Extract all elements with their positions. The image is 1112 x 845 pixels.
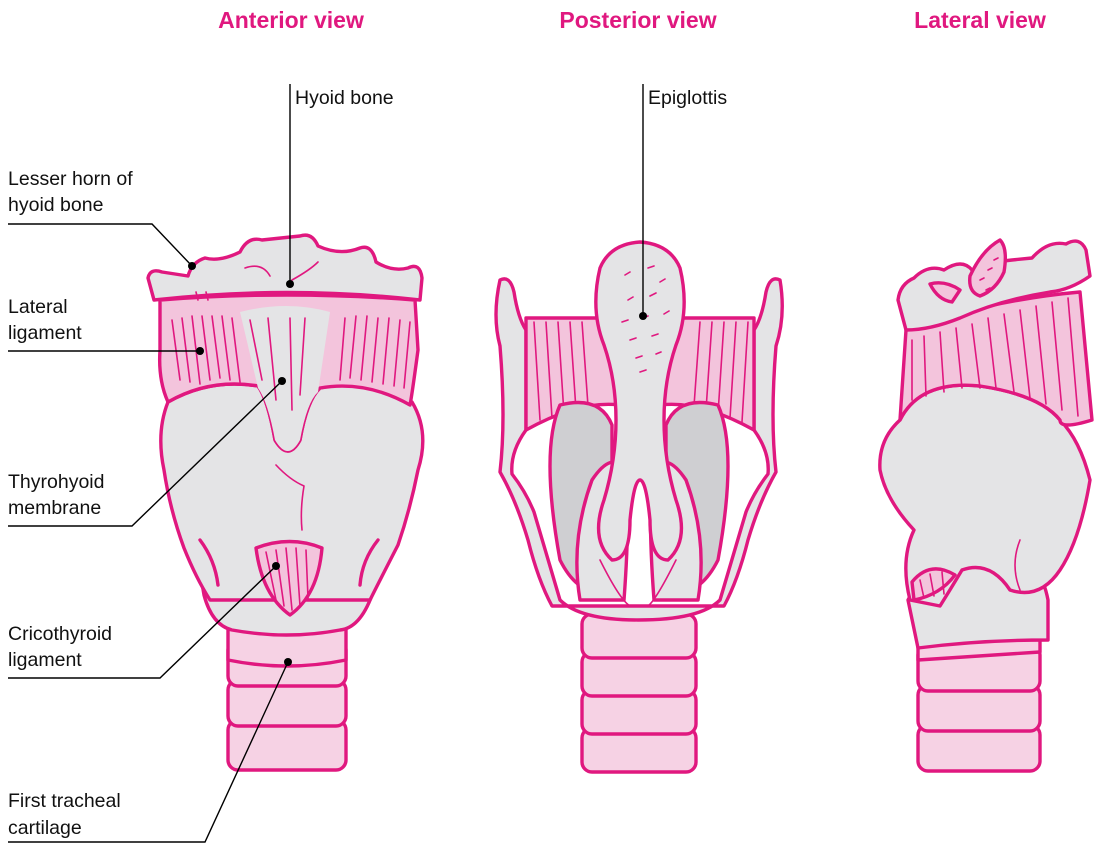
lateral-ligament-text-line1: Lateral xyxy=(8,296,68,318)
lesser-horn-text-line1: Lesser horn of xyxy=(8,168,133,190)
posterior-view-title: Posterior view xyxy=(559,7,716,33)
thyrohyoid-text-line2: membrane xyxy=(8,497,101,519)
posterior-trachea xyxy=(582,614,696,772)
anterior-view-title: Anterior view xyxy=(218,7,364,33)
anterior-larynx xyxy=(148,235,423,770)
thyrohyoid-text-line1: Thyrohyoid xyxy=(8,471,104,493)
label-lesser-horn: Lesser horn of hyoid bone xyxy=(8,168,196,270)
lesser-horn-text-line2: hyoid bone xyxy=(8,194,103,216)
tracheal-text-line2: cartilage xyxy=(8,817,82,839)
hyoid-bone-text: Hyoid bone xyxy=(295,87,394,109)
lateral-ligament-text-line2: ligament xyxy=(8,322,82,344)
tracheal-text-line1: First tracheal xyxy=(8,790,121,812)
lateral-larynx xyxy=(880,240,1092,771)
cricothyroid-text-line2: ligament xyxy=(8,649,82,671)
lateral-view-title: Lateral view xyxy=(914,7,1046,33)
epiglottis-text: Epiglottis xyxy=(648,87,727,109)
posterior-larynx xyxy=(496,242,782,772)
anterior-trachea xyxy=(228,622,346,771)
cricothyroid-text-line1: Cricothyroid xyxy=(8,623,112,645)
